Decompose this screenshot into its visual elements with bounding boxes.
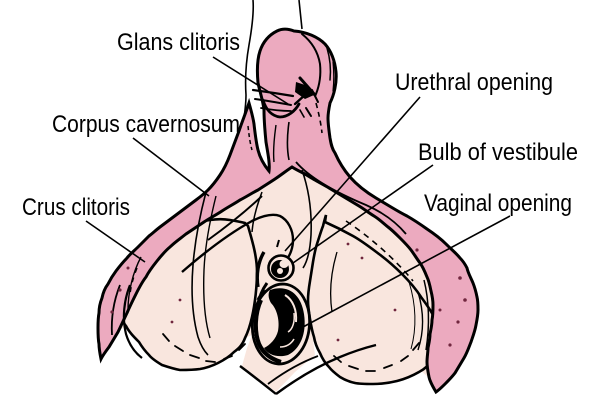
svg-text:Urethral opening: Urethral opening	[395, 69, 553, 96]
svg-text:Bulb of vestibule: Bulb of vestibule	[418, 139, 578, 166]
svg-text:Corpus cavernosum: Corpus cavernosum	[52, 111, 240, 138]
svg-text:Vaginal opening: Vaginal opening	[424, 190, 572, 217]
svg-text:Crus clitoris: Crus clitoris	[22, 194, 130, 221]
svg-text:Glans clitoris: Glans clitoris	[117, 29, 240, 56]
